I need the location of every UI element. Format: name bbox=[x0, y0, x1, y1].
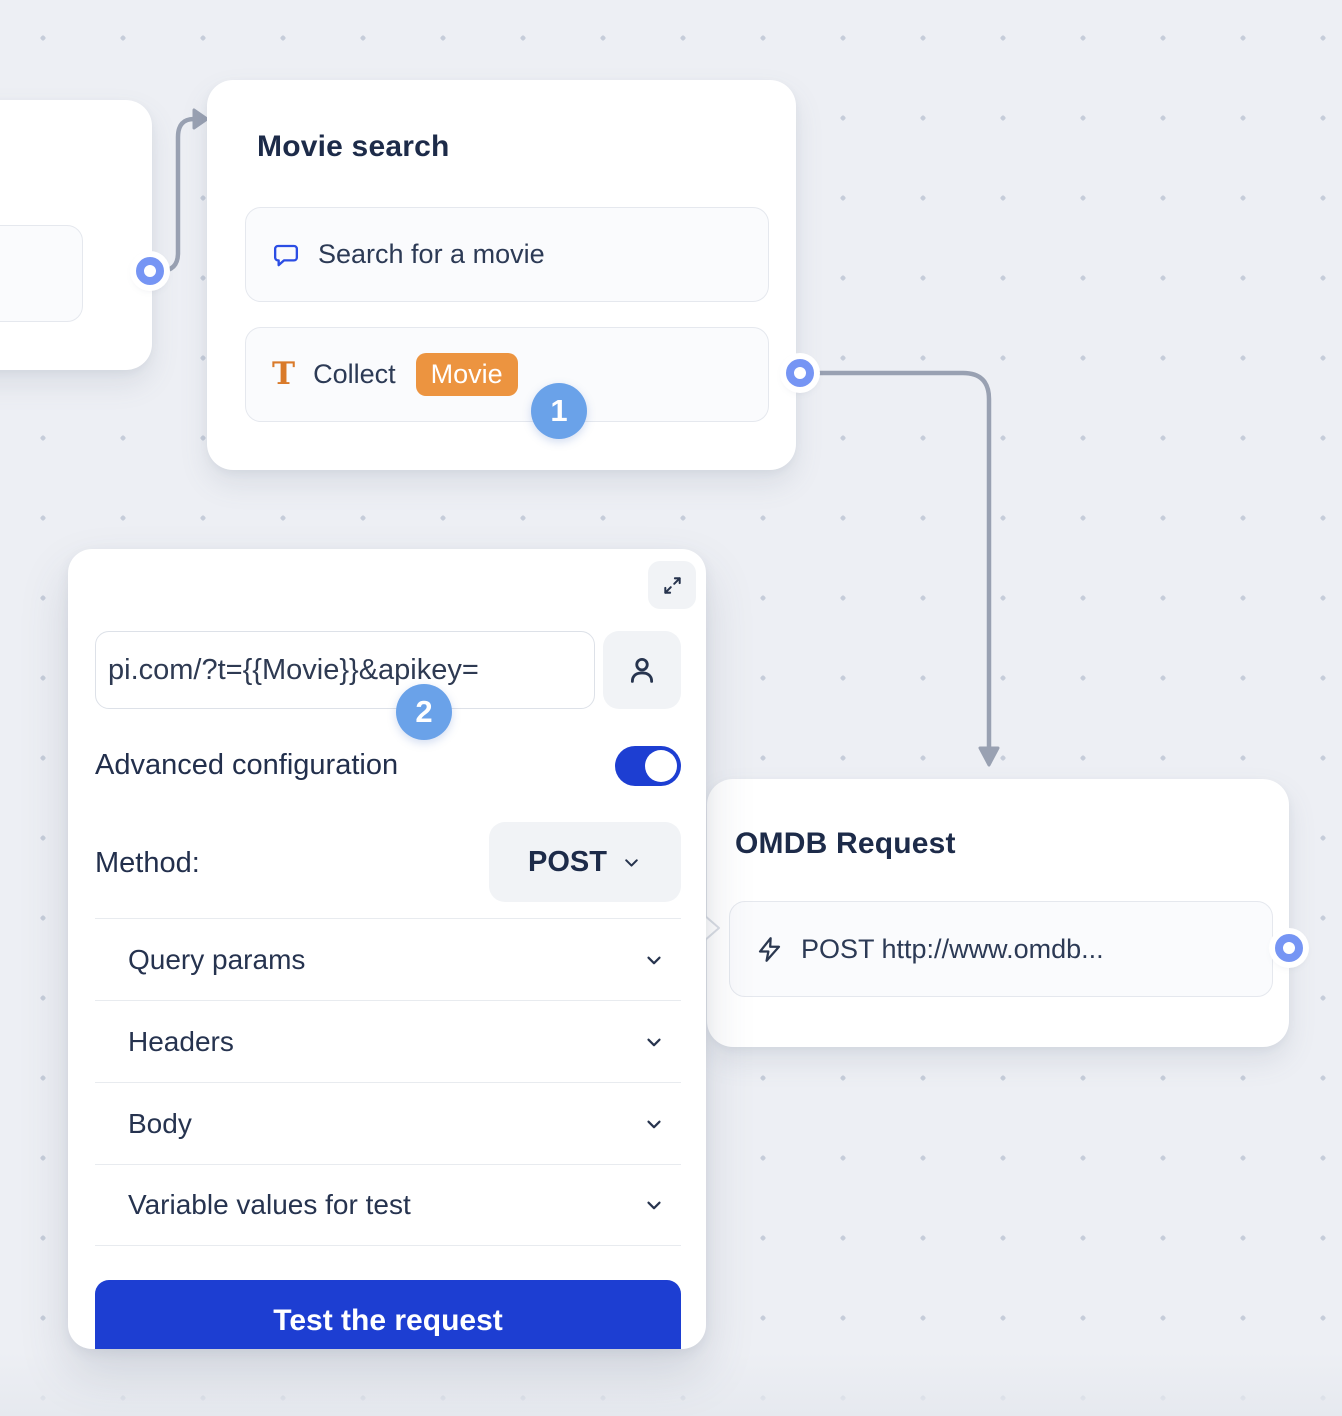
section-label: Variable values for test bbox=[128, 1189, 411, 1220]
edge-movie-search-to-omdb bbox=[809, 370, 992, 751]
output-connector-partial-node[interactable] bbox=[136, 257, 164, 285]
expand-button[interactable] bbox=[648, 561, 696, 609]
edge-arrowhead-right bbox=[192, 108, 209, 130]
config-sections: Query params Headers Body Variable value… bbox=[95, 918, 681, 1246]
node-item-label: Collect bbox=[313, 359, 396, 389]
node-item-label: Search for a movie bbox=[318, 239, 545, 269]
lightning-icon bbox=[756, 936, 783, 963]
node-item-partial[interactable] bbox=[0, 225, 83, 322]
section-headers[interactable]: Headers bbox=[95, 1000, 681, 1082]
node-title: OMDB Request bbox=[735, 827, 956, 860]
advanced-config-toggle[interactable] bbox=[615, 746, 681, 786]
node-card-movie-search[interactable]: Movie search Search for a movie T Collec… bbox=[207, 80, 796, 470]
node-item-webhook[interactable]: POST http://www.omdb... bbox=[729, 901, 1273, 997]
chevron-down-icon bbox=[625, 858, 638, 867]
node-card-omdb-request[interactable]: OMDB Request POST http://www.omdb... bbox=[703, 779, 1289, 1047]
step-badge-1: 1 bbox=[531, 383, 587, 439]
output-connector-movie-search[interactable] bbox=[786, 359, 814, 387]
section-query-params[interactable]: Query params bbox=[95, 918, 681, 1000]
node-item-label: POST http://www.omdb... bbox=[801, 933, 1104, 964]
expand-icon bbox=[663, 576, 681, 594]
section-variable-values[interactable]: Variable values for test bbox=[95, 1164, 681, 1246]
output-connector-omdb-request[interactable] bbox=[1275, 934, 1303, 962]
section-label: Headers bbox=[128, 1025, 234, 1057]
edge-arrowhead-down bbox=[978, 746, 1000, 767]
node-item-question[interactable]: Search for a movie bbox=[245, 207, 769, 302]
person-icon bbox=[630, 657, 654, 683]
test-request-button[interactable]: Test the request bbox=[95, 1280, 681, 1349]
toggle-knob bbox=[645, 750, 677, 782]
chevron-down-icon bbox=[647, 956, 661, 964]
chat-bubble-icon bbox=[272, 241, 300, 269]
section-label: Body bbox=[128, 1107, 192, 1139]
person-button[interactable] bbox=[603, 631, 681, 709]
node-title: Movie search bbox=[257, 130, 450, 163]
chevron-down-icon bbox=[647, 1201, 661, 1210]
node-item-collect[interactable]: T Collect Movie bbox=[245, 327, 769, 422]
step-badge-2: 2 bbox=[396, 684, 452, 740]
input-connector-notch bbox=[703, 914, 720, 942]
advanced-configuration-label: Advanced configuration bbox=[95, 749, 399, 781]
method-select[interactable]: POST bbox=[489, 822, 681, 902]
text-input-icon: T bbox=[272, 356, 296, 392]
node-card-partial[interactable] bbox=[0, 100, 152, 370]
edge-left-to-movie-search bbox=[149, 116, 197, 274]
chevron-down-icon bbox=[647, 1038, 661, 1046]
request-config-panel: Advanced configuration Method: POST Quer… bbox=[68, 549, 706, 1349]
method-value: POST bbox=[528, 845, 607, 878]
section-body[interactable]: Body bbox=[95, 1082, 681, 1164]
variable-chip: Movie bbox=[415, 353, 518, 396]
method-label: Method: bbox=[95, 847, 200, 879]
section-label: Query params bbox=[128, 943, 306, 975]
url-input[interactable] bbox=[95, 631, 595, 709]
chevron-down-icon bbox=[647, 1120, 661, 1128]
